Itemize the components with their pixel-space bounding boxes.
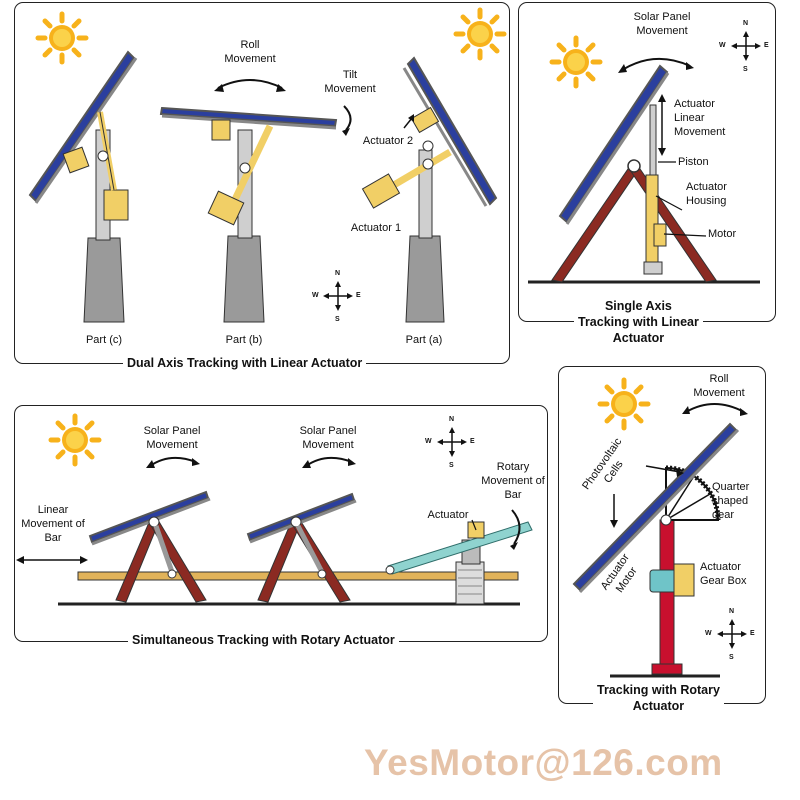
compass-w: W bbox=[312, 292, 319, 299]
simultaneous-title: Simultaneous Tracking with Rotary Actuat… bbox=[128, 632, 399, 648]
quarter-shaped-gear-label: Quarter shaped gear bbox=[712, 481, 750, 521]
actuator-2-label: Actuator 2 bbox=[362, 135, 414, 147]
tilt-movement-label: Tilt Movement bbox=[324, 69, 376, 95]
linear-movement-of-bar-label: Linear Movement of Bar bbox=[21, 504, 85, 544]
roll-arrow-icon bbox=[685, 403, 745, 413]
compass-n: N bbox=[743, 20, 749, 27]
compass-icon: N S W E bbox=[719, 20, 769, 73]
rotary-bar-arrow-icon bbox=[511, 509, 521, 545]
sun-icon bbox=[597, 377, 651, 431]
rotary-movement-of-bar-label: Rotary Movement of Bar bbox=[481, 461, 545, 501]
sun-icon bbox=[549, 35, 603, 89]
rotary-title: Tracking with Rotary Actuator bbox=[593, 682, 724, 714]
compass-w: W bbox=[425, 438, 432, 445]
compass-icon: N S W E bbox=[312, 270, 361, 323]
piston-label: Piston bbox=[678, 156, 709, 168]
actuator-linear-movement-label: Actuator Linear Movement bbox=[674, 98, 726, 138]
tracker-part-c bbox=[28, 50, 138, 323]
single-axis-title: Single Axis Tracking with Linear Actuato… bbox=[574, 298, 703, 346]
roll-movement-label: Roll Movement bbox=[693, 373, 745, 399]
compass-n: N bbox=[449, 416, 455, 423]
part-b-label: Part (b) bbox=[225, 334, 263, 346]
solar-panel-movement-label: Solar Panel Movement bbox=[633, 11, 691, 37]
actuator-1-label: Actuator 1 bbox=[350, 222, 402, 234]
motor-label: Motor bbox=[708, 228, 737, 240]
sun-icon bbox=[453, 7, 507, 61]
compass-icon: N S W E bbox=[425, 416, 475, 469]
compass-icon: N S W E bbox=[705, 608, 755, 661]
dual-axis-title: Dual Axis Tracking with Linear Actuator bbox=[123, 355, 367, 371]
compass-s: S bbox=[743, 66, 748, 73]
compass-s: S bbox=[729, 654, 734, 661]
part-c-label: Part (c) bbox=[85, 334, 123, 346]
tilt-arrow-icon bbox=[343, 105, 352, 131]
actuator-housing-label: Actuator Housing bbox=[686, 181, 727, 207]
compass-e: E bbox=[750, 630, 755, 637]
tracker-part-b bbox=[159, 106, 338, 323]
watermark: YesMotor@126.com bbox=[364, 742, 723, 783]
actuator-label: Actuator bbox=[427, 509, 469, 521]
part-a-label: Part (a) bbox=[405, 334, 443, 346]
compass-n: N bbox=[335, 270, 341, 277]
solar-panel-movement-label-2: Solar Panel Movement bbox=[299, 425, 357, 451]
actuator-gear-box-label: Actuator Gear Box bbox=[700, 561, 747, 587]
roll-movement-label: Roll Movement bbox=[224, 39, 276, 65]
tracker-part-a bbox=[361, 56, 498, 323]
compass-s: S bbox=[449, 462, 454, 469]
compass-w: W bbox=[705, 630, 712, 637]
compass-s: S bbox=[335, 316, 340, 323]
compass-n: N bbox=[729, 608, 735, 615]
panel-movement-arrow-icon bbox=[621, 57, 691, 71]
solar-panel-movement-label-1: Solar Panel Movement bbox=[143, 425, 201, 451]
roll-arrow-icon bbox=[217, 79, 283, 89]
sun-icon bbox=[48, 413, 102, 467]
compass-e: E bbox=[470, 438, 475, 445]
compass-e: E bbox=[356, 292, 361, 299]
compass-w: W bbox=[719, 42, 726, 49]
sun-icon bbox=[35, 11, 89, 65]
compass-e: E bbox=[764, 42, 769, 49]
